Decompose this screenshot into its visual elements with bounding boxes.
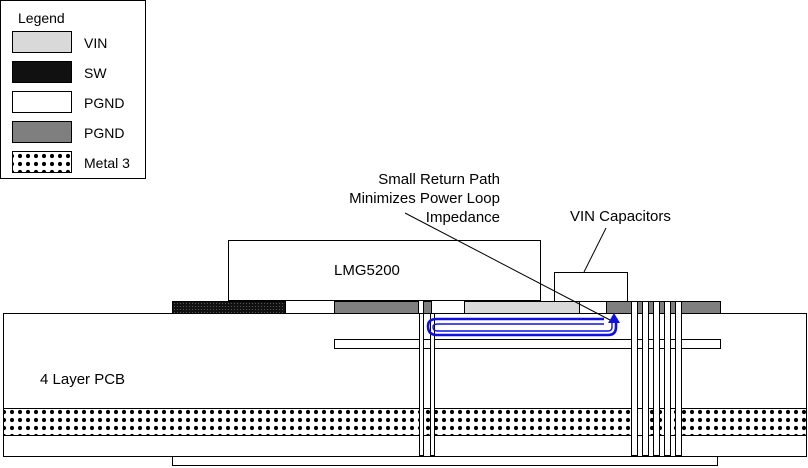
legend-swatch-sw [12,61,72,83]
legend-label-sw: SW [84,65,107,81]
return-path-callout-line [404,212,611,321]
top-copper-pgnd-dark-right [606,301,721,314]
legend-label-pgnd-light: PGND [84,95,124,111]
top-copper-pgnd-dark-via-pad [423,301,432,314]
power-loop-outer [426,317,618,337]
vias [419,301,682,456]
legend-swatch-metal3 [12,151,72,173]
via-right-1 [631,301,638,456]
via-left-1 [419,313,424,456]
via-right-3 [653,301,660,456]
return-path-label-line1: Small Return Path [378,171,500,188]
via-right-4 [664,301,671,456]
legend-label-vin: VIN [84,35,107,51]
power-loop-arrow-icon [608,313,620,323]
top-copper-sw [172,301,286,314]
lmg5200-label: LMG5200 [334,262,400,279]
legend-title: Legend [18,10,65,26]
via-left-2 [430,313,435,456]
top-copper-vin [464,301,580,314]
via-right-2 [642,301,649,456]
inner-pgnd-plane [334,339,721,349]
legend-frame [0,0,146,179]
legend-swatch-vin [12,31,72,53]
lmg5200-package [228,240,541,301]
via-right-5 [675,301,682,456]
top-copper-layer [172,301,721,314]
power-loop-inner [432,320,613,332]
top-copper-pgnd-dark-left [334,301,419,314]
legend-label-pgnd-dark: PGND [84,125,124,141]
legend: Legend VIN SW PGND PGND Metal 3 [0,0,146,179]
return-path-label-line3: Impedance [426,209,500,226]
legend-swatch-pgnd-dark [12,121,72,143]
metal3-layer [3,408,807,436]
legend-label-metal3: Metal 3 [84,155,130,171]
power-loop-current-path [426,313,620,337]
vin-capacitor [554,272,628,302]
return-path-label-line2: Minimizes Power Loop [349,190,500,207]
pcb-label: 4 Layer PCB [40,371,125,388]
vin-capacitors-label: VIN Capacitors [570,208,671,225]
legend-swatch-pgnd-light [12,91,72,113]
vin-capacitors-callout-line [583,227,607,273]
